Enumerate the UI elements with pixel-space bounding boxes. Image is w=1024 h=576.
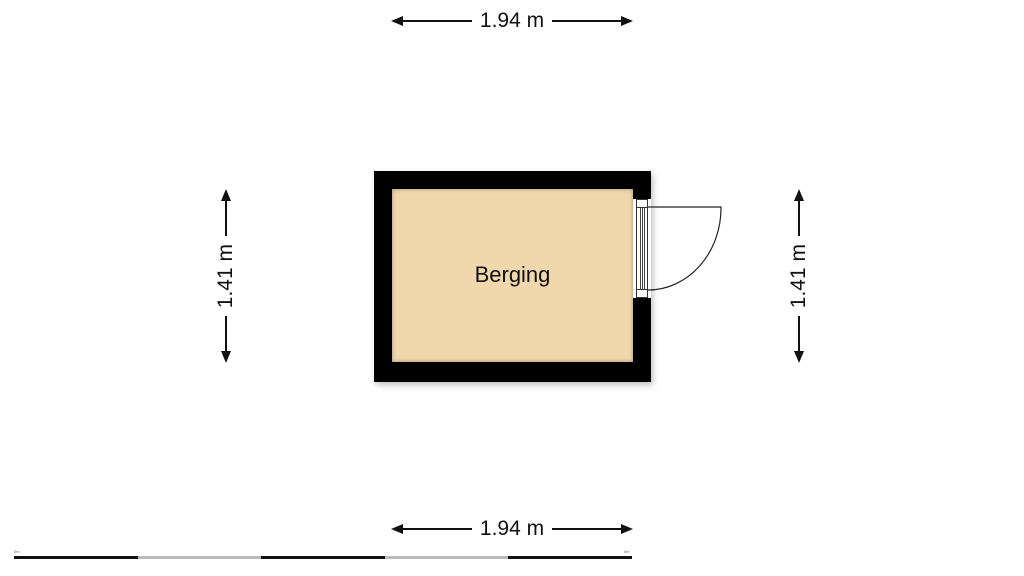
scale-segment <box>384 556 509 559</box>
arrow-right-icon <box>621 524 634 534</box>
dimension-bottom: 1.94 m <box>391 517 634 541</box>
dimension-left-label: 1.41 m <box>214 243 237 309</box>
dimension-top-label: 1.94 m <box>479 9 545 32</box>
scale-bar <box>14 556 632 560</box>
arrow-down-icon <box>221 351 231 364</box>
scale-segment <box>14 556 138 559</box>
scale-start-label: 0m <box>14 549 20 554</box>
room-label: Berging <box>474 262 551 287</box>
arrow-up-icon <box>794 189 804 201</box>
arrow-down-icon <box>794 351 804 364</box>
dimension-right-label: 1.41 m <box>787 243 810 309</box>
scale-end-label: 5m <box>624 549 630 554</box>
arrow-left-icon <box>391 16 403 26</box>
dimension-line <box>552 20 622 22</box>
room-floor[interactable] <box>392 189 633 362</box>
scale-segment <box>508 556 632 559</box>
door-frame <box>636 199 648 298</box>
frame-slat <box>640 208 641 289</box>
dimension-line <box>403 20 472 22</box>
dimension-line <box>552 528 622 530</box>
dimension-left: 1.41 m <box>214 189 238 364</box>
door-swing-icon[interactable] <box>636 200 726 300</box>
dimension-line <box>225 201 227 236</box>
scale-segment <box>261 556 385 559</box>
dimension-bottom-label: 1.94 m <box>479 517 545 540</box>
dimension-line <box>225 316 227 352</box>
dimension-line <box>798 316 800 352</box>
dimension-top: 1.94 m <box>391 9 634 33</box>
dimension-right: 1.41 m <box>787 189 811 364</box>
frame-slat <box>642 208 643 289</box>
arrow-right-icon <box>621 16 634 26</box>
arrow-left-icon <box>391 524 403 534</box>
scale-segment <box>137 556 262 559</box>
door-jamb-bottom <box>637 289 647 297</box>
frame-slat <box>644 208 645 289</box>
dimension-line <box>403 528 472 530</box>
arrow-up-icon <box>221 189 231 201</box>
dimension-line <box>798 201 800 236</box>
door-jamb-top <box>637 200 647 208</box>
